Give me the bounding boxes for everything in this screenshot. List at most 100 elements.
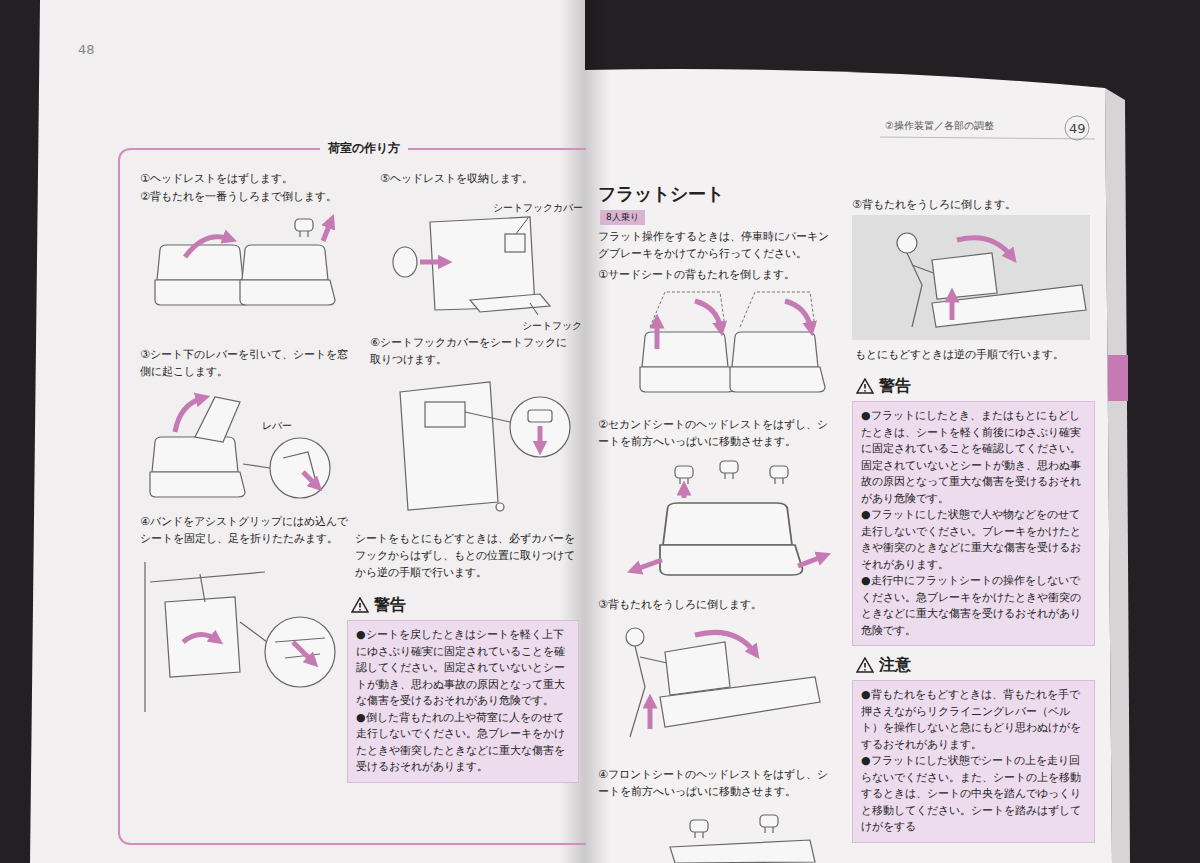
seat-illustration [155,219,335,305]
seat-illustration [852,215,1090,340]
seat-illustration-part [660,677,820,727]
seat-illustration-part [510,397,570,457]
seat-illustration-part [393,247,417,277]
warning-mark [359,603,361,608]
step-text: ③背もたれをうしろに倒します。 [598,596,833,613]
seat-illustration-part [425,402,465,427]
seat-illustration-part [957,238,1012,257]
seat-illustration-part [144,562,145,712]
seat-illustration-part [293,642,313,662]
seat-illustration-part [695,632,755,653]
note-text: シートをもとにもどすときは、必ずカバーをフックからはずし、もとの位置に取りつけて… [355,530,580,581]
seat-illustration-part [634,560,662,570]
seat-tag: 8人乗り [600,210,645,225]
seat-illustration-part [932,253,997,299]
warning-triangle [352,598,368,612]
warning-icon [351,597,369,613]
step-text: ⑤ヘッドレストを収納します。 [380,170,580,187]
box-body: ●フラットにしたとき、またはもとにもどしたときは、シートを軽く前後にゆさぶり確実… [852,401,1095,646]
bullet-text: ●フラットにしたとき、またはもとにもどしたときは、シートを軽く前後にゆさぶり確実… [861,408,1086,507]
right-page [585,69,1112,863]
seat-illustration-part [798,556,824,566]
caution-box: 注意 ●背もたれをもどすときは、背もたれを手で押さえながらリクライニングレバー（ベ… [852,654,1095,843]
step-text: ②背もたれを一番うしろまで倒します。 [140,188,365,205]
seat-illustration-part [730,332,825,392]
bullet-text: ●走行中にフラットシートの操作をしないでください。急ブレーキをかけたときや衝突の… [861,573,1086,639]
seat-illustration-part [465,412,510,422]
bullet-text: ●倒した背もたれの上や荷室に人をのせて走行しないでください。急ブレーキをかけたと… [356,710,570,776]
warning-mark [864,669,866,671]
part-label: レバー [262,418,292,434]
seat-illustration [670,815,815,863]
step-text: ①ヘッドレストをはずします。 [140,170,365,187]
seat-illustration-part [155,245,250,305]
part-label: シートフックカバー [493,200,583,216]
leader-line [516,218,528,234]
step-text: ②セカンドシートのヘッドレストをはずし、シートを前方へいっぱいに移動させます。 [598,416,833,450]
step-text: ③シート下のレバーを引いて、シートを窓側に起こします。 [140,346,350,380]
seat-illustration-part [852,215,1090,340]
seat-illustration-part [303,472,317,486]
step-text: ④フロントシートのヘッドレストをはずし、シートを前方へいっぱいに移動させます。 [598,766,833,800]
section-panel: 荷室の作り方警告●シートを戻したときはシートを軽く上下にゆさぶり確実に固定されて… [118,148,586,845]
seat-illustration-part [695,301,721,329]
box-heading-row: 警告 [347,594,579,620]
note-text: もとにもどすときは逆の手順で行います。 [855,346,1090,363]
step-text: ⑥シートフックカバーをシートフックに取りつけます。 [370,334,575,368]
seat-illustration-part [950,295,955,320]
seat-illustration-part [897,233,917,253]
seat-illustration-part [690,820,708,838]
warning-triangle [857,379,873,393]
warning-box: 警告 ●フラットにしたとき、またはもとにもどしたときは、シートを軽く前後にゆさぶり… [852,375,1095,646]
seat-illustration [640,292,825,392]
seat-illustration [626,628,820,737]
warning-icon [856,657,874,673]
seat-illustration-part [265,617,335,687]
seat-illustration-part [528,410,552,422]
warning-box: 警告 ●シートを戻したときはシートを軽く上下にゆさぶり確実に固定されていることを確… [347,594,579,783]
seat-illustration-part [183,634,217,642]
warning-triangle [857,658,873,672]
seat-illustration-part [185,237,230,257]
seat-illustration-part [270,438,330,498]
box-body: ●シートを戻したときはシートを軽く上下にゆさぶり確実に固定されていることを確認し… [347,620,579,783]
leader-line [530,303,538,315]
seat-illustration-part [630,646,667,737]
section-header: ②操作装置／各部の調整 [885,118,994,134]
seat-illustration-part [675,466,693,484]
box-body: ●背もたれをもどすときは、背もたれを手で押さえながらリクライニングレバー（ベルト… [852,680,1095,843]
seat-illustration-part [240,245,335,305]
bullet-text: ●フラットにした状態で人や物などをのせて走行しないでください。ブレーキをかけたと… [861,507,1086,573]
seat-illustration [150,397,330,498]
seat-illustration-part [420,260,445,265]
seat-illustration [393,217,550,312]
seat-illustration-part [283,452,315,478]
seat-illustration-part [660,503,803,575]
warning-mark [864,663,866,668]
warning-mark [864,384,866,389]
seat-illustration-part [626,628,644,646]
page-number-ring [1065,116,1089,140]
seat-illustration-part [640,332,735,392]
box-heading: 警告 [879,375,911,397]
left-page [30,0,585,863]
section-title: フラットシート [598,180,724,208]
seat-illustration-part [648,701,653,729]
seat-illustration-part [295,219,313,237]
seat-illustration-part [932,285,1086,327]
seat-illustration-part [720,461,738,479]
box-heading: 注意 [879,654,911,676]
step-text: ⑤背もたれをうしろに倒します。 [852,196,1087,213]
box-heading-row: 注意 [852,654,1095,680]
bullet-text: ●シートを戻したときはシートを軽く上下にゆさぶり確実に固定されていることを確認し… [356,627,570,710]
seat-illustration-part [496,503,504,511]
seat-illustration-part [760,815,778,833]
part-label: シートフック [522,318,582,334]
seat-illustration-part [165,597,240,677]
page-number: 49 [1069,119,1086,139]
step-text: ④バンドをアシストグリップにはめ込んでシートを固定し、足を折りたたみます。 [140,513,350,547]
seat-illustration-part [240,622,267,642]
warning-mark [864,390,866,392]
seat-illustration-part [665,642,730,695]
